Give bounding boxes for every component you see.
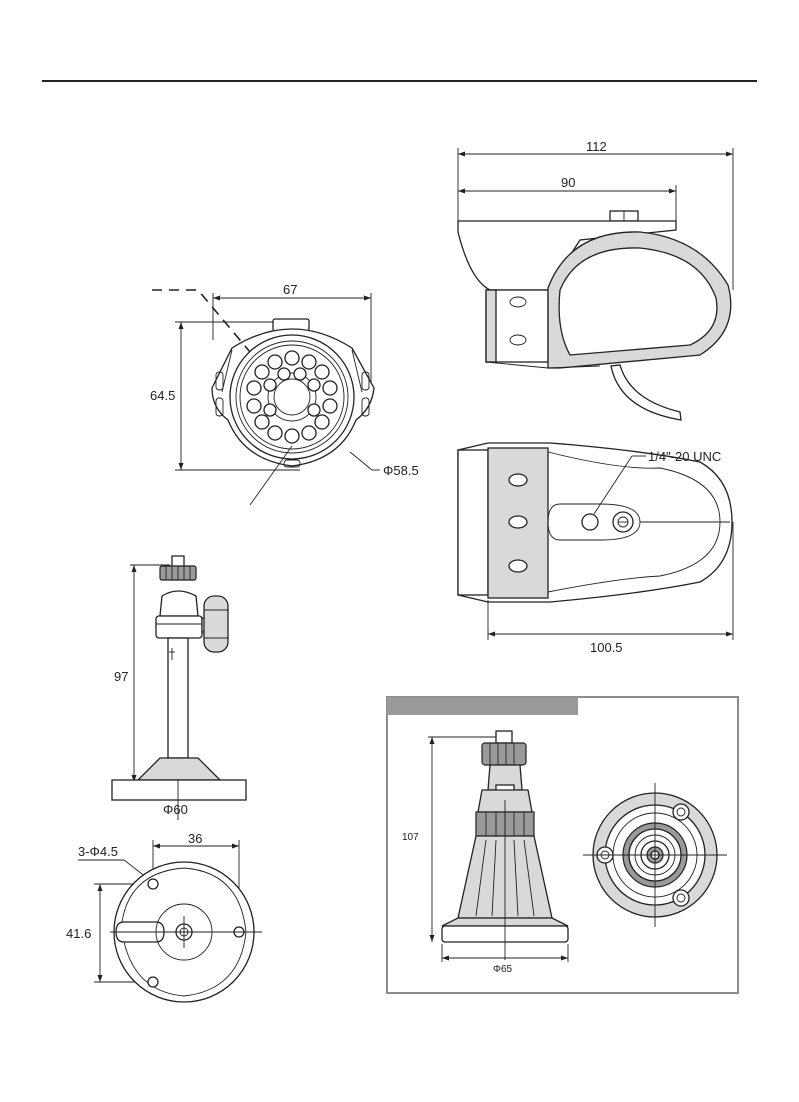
dim-bracket-height: 97 (114, 669, 128, 684)
dim-base-holes: 3-Φ4.5 (78, 844, 118, 859)
camera-side-view: 112 90 (458, 139, 733, 420)
dim-front-width: 67 (283, 282, 297, 297)
dim-base-hole-spacing-x: 36 (188, 831, 202, 846)
dim-alt-bracket-base-diameter: Φ65 (493, 964, 513, 975)
dim-front-diameter: Φ58.5 (383, 463, 419, 478)
bracket-side-view: 97 Φ60 (112, 556, 246, 820)
dim-mount-thread: 1/4"-20 UNC (648, 449, 721, 464)
dim-bracket-base-diameter: Φ60 (163, 802, 188, 817)
dim-top-total-length: 112 (586, 139, 607, 154)
dim-top-body-length: 90 (561, 175, 575, 190)
panel-header-bar (387, 697, 578, 715)
dim-front-height: 64.5 (150, 388, 175, 403)
dim-base-hole-spacing-y: 41.6 (66, 926, 91, 941)
camera-bottom-view: 1/4"-20 UNC 100.5 (458, 443, 733, 655)
camera-front-view: 67 64.5 (150, 282, 419, 505)
alt-bracket-panel: 107 Φ65 (387, 697, 738, 993)
dim-alt-bracket-height: 107 (402, 832, 419, 843)
dim-bottom-length: 100.5 (590, 640, 623, 655)
bracket-base-plate: 36 3-Φ4.5 41.6 (66, 831, 262, 1002)
